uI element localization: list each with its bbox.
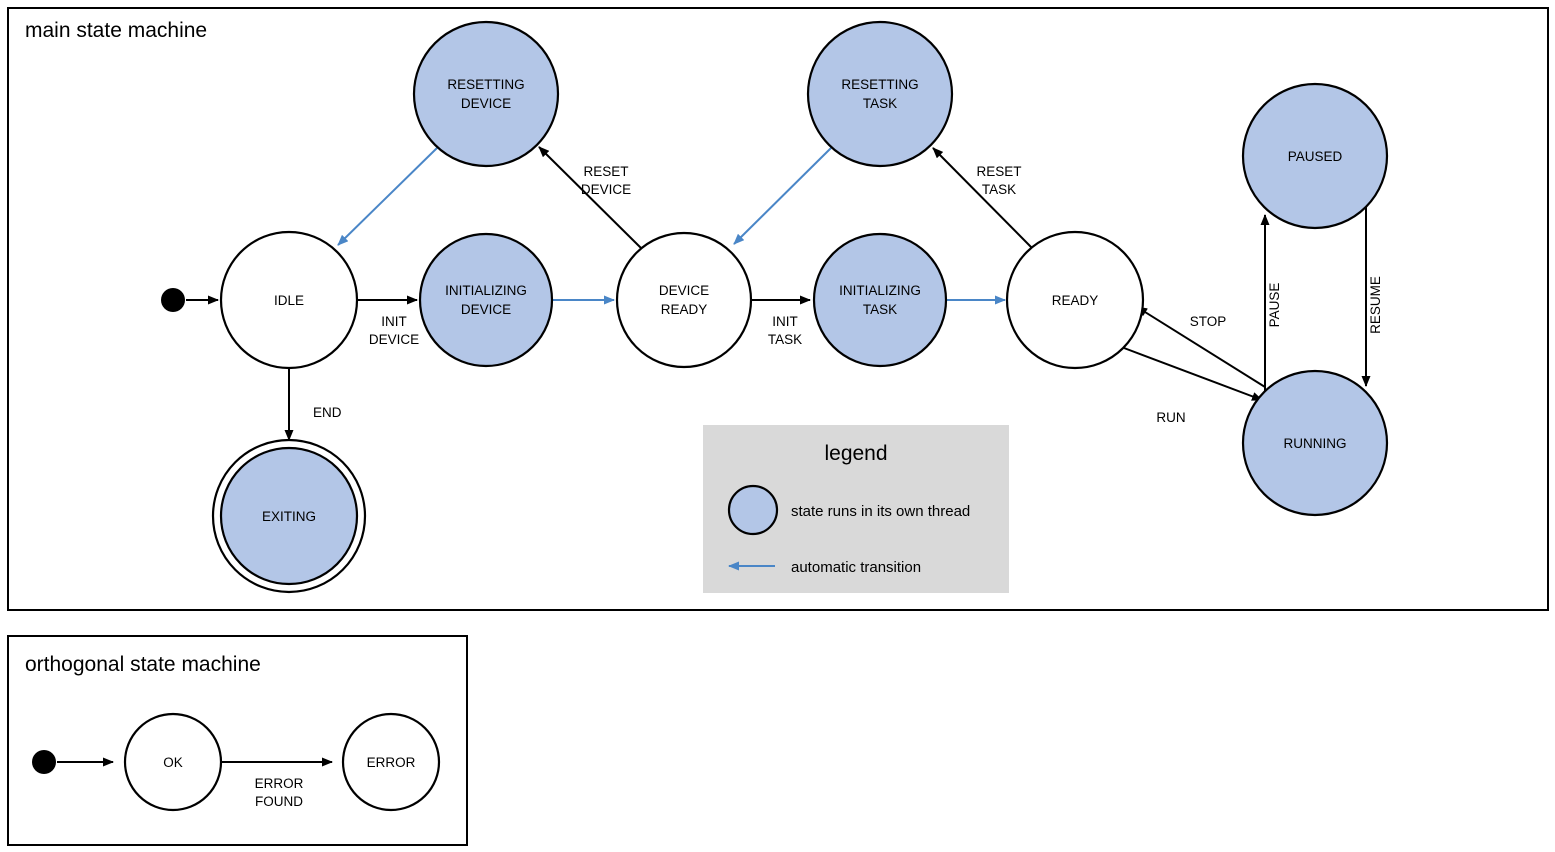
transition-paused-to-running[interactable]: RESUME: [1361, 207, 1383, 387]
state-resetting-device[interactable]: RESETTING DEVICE: [412, 20, 560, 168]
state-label-initializing-device-line1: INITIALIZING: [445, 283, 527, 298]
state-label-resetting-device-line1: RESETTING: [447, 77, 524, 92]
state-label-paused: PAUSED: [1288, 149, 1343, 164]
state-initializing-task[interactable]: INITIALIZING TASK: [812, 232, 948, 368]
state-label-resetting-task-line2: TASK: [863, 96, 897, 111]
state-error[interactable]: ERROR: [341, 712, 441, 812]
state-ok[interactable]: OK: [123, 712, 223, 812]
state-label-resetting-task-line1: RESETTING: [841, 77, 918, 92]
legend-item-thread-label: state runs in its own thread: [791, 503, 970, 520]
state-label-error: ERROR: [367, 755, 416, 770]
state-label-running: RUNNING: [1284, 436, 1347, 451]
orthogonal-states-layer: OK ERROR: [32, 712, 441, 812]
legend-item-automatic: automatic transition: [728, 559, 921, 576]
transition-running-to-paused[interactable]: PAUSE: [1260, 214, 1282, 392]
transition-label-error-found-line1: ERROR: [255, 776, 304, 791]
state-running[interactable]: RUNNING: [1241, 369, 1389, 517]
transition-label-reset-task-line2: TASK: [982, 182, 1016, 197]
transition-label-error-found-line2: FOUND: [255, 794, 303, 809]
state-ready[interactable]: READY: [1005, 230, 1145, 370]
transition-label-resume: RESUME: [1368, 276, 1383, 334]
state-exiting[interactable]: EXITING: [211, 438, 367, 594]
legend-thread-swatch-icon: [727, 484, 779, 536]
state-label-resetting-device-line2: DEVICE: [461, 96, 511, 111]
state-label-ok: OK: [163, 755, 183, 770]
states-layer: IDLE RESETTING DEVICE INITIALIZING DEVIC…: [161, 20, 1389, 594]
transition-label-run: RUN: [1156, 410, 1185, 425]
legend-item-thread: state runs in its own thread: [727, 484, 970, 536]
transition-running-to-ready[interactable]: STOP: [1136, 306, 1266, 388]
transition-device-ready-to-resetting-device[interactable]: RESET DEVICE: [538, 146, 642, 249]
transitions-layer: INIT DEVICE RESET DEVICE END INIT TASK: [186, 146, 1383, 441]
transition-idle-to-exiting[interactable]: END: [284, 368, 342, 441]
state-paused[interactable]: PAUSED: [1241, 82, 1389, 230]
transition-label-reset-device-line2: DEVICE: [581, 182, 631, 197]
state-device-ready[interactable]: DEVICE READY: [615, 231, 753, 369]
transition-resetting-task-to-device-ready[interactable]: [733, 147, 832, 245]
transition-label-end: END: [313, 405, 342, 420]
transition-ready-to-running[interactable]: RUN: [1123, 347, 1263, 425]
initial-state-marker-main[interactable]: [161, 288, 185, 312]
main-frame-title: main state machine: [25, 19, 207, 42]
state-initializing-device[interactable]: INITIALIZING DEVICE: [418, 232, 554, 368]
state-label-exiting: EXITING: [262, 509, 316, 524]
transition-resetting-device-to-idle[interactable]: [337, 147, 438, 246]
state-resetting-task[interactable]: RESETTING TASK: [806, 20, 954, 168]
legend-title: legend: [824, 442, 887, 465]
transition-idle-to-initializing-device[interactable]: INIT DEVICE: [357, 295, 419, 347]
state-label-initializing-device-line2: DEVICE: [461, 302, 511, 317]
legend: legend state runs in its own thread auto…: [703, 425, 1009, 593]
transition-ready-to-resetting-task[interactable]: RESET TASK: [932, 147, 1033, 249]
orthogonal-frame-title: orthogonal state machine: [25, 653, 261, 676]
initial-state-marker-orthogonal[interactable]: [32, 750, 56, 774]
transition-label-init-task-line2: TASK: [768, 332, 802, 347]
transition-label-pause: PAUSE: [1267, 283, 1282, 328]
legend-item-automatic-label: automatic transition: [791, 559, 921, 576]
state-label-ready: READY: [1052, 293, 1099, 308]
state-label-device-ready-line2: READY: [661, 302, 708, 317]
transition-device-ready-to-initializing-task[interactable]: INIT TASK: [751, 295, 811, 347]
state-label-idle: IDLE: [274, 293, 304, 308]
orthogonal-transitions-layer: ERROR FOUND: [57, 757, 333, 809]
transition-label-stop: STOP: [1190, 314, 1227, 329]
transition-label-init-device-line2: DEVICE: [369, 332, 419, 347]
state-label-device-ready-line1: DEVICE: [659, 283, 709, 298]
transition-label-reset-device-line1: RESET: [583, 164, 628, 179]
transition-label-reset-task-line1: RESET: [976, 164, 1021, 179]
state-idle[interactable]: IDLE: [219, 230, 359, 370]
transition-ok-to-error[interactable]: ERROR FOUND: [221, 757, 333, 809]
transition-label-init-device-line1: INIT: [381, 314, 407, 329]
transition-label-init-task-line1: INIT: [772, 314, 798, 329]
state-label-initializing-task-line1: INITIALIZING: [839, 283, 921, 298]
state-label-initializing-task-line2: TASK: [863, 302, 897, 317]
